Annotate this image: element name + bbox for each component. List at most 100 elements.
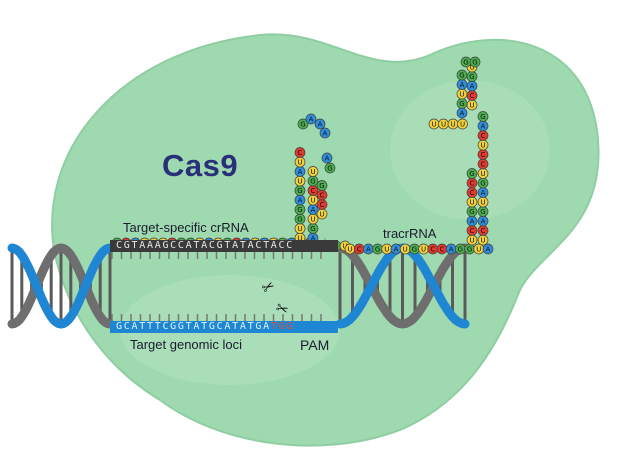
nucleotide-letter: U <box>310 197 315 205</box>
nucleotide-letter: A <box>481 189 486 197</box>
bottom-strand-sequence: GCATTTCGGTATGCATATGA <box>116 321 271 332</box>
dna-backbone-gray <box>7 243 115 329</box>
nucleotide-letter: G <box>469 170 474 178</box>
nucleotide-letter: G <box>469 73 474 81</box>
nucleotide-letter: U <box>480 199 485 207</box>
nucleotide-G <box>324 162 336 174</box>
nucleotide-G <box>477 111 489 122</box>
target-dna-top-strand: CGTAAAGCCATACGTATACTACC <box>110 240 338 252</box>
nucleotide-G <box>466 168 478 179</box>
dna-backbone-blue <box>7 243 115 329</box>
nucleotide-letter: A <box>460 81 465 89</box>
nucleotide-letter: G <box>412 246 417 254</box>
nucleotide-letter: A <box>325 155 330 163</box>
nucleotide-letter: A <box>394 246 399 254</box>
nucleotide-letter: A <box>298 168 303 176</box>
nucleotide-letter: U <box>297 178 302 186</box>
nucleotide-letter: C <box>430 246 435 254</box>
nucleotide-letter: G <box>467 246 472 254</box>
nucleotide-letter: U <box>347 246 352 254</box>
nucleotide-letter: C <box>357 246 362 254</box>
nucleotide-G <box>316 180 328 191</box>
nucleotide-letter: U <box>421 246 426 254</box>
pam-label: PAM <box>300 337 330 353</box>
target-dna-bottom-strand: GCATTTCGGTATGCATATGATGG <box>110 321 338 333</box>
nucleotide-letter: A <box>460 110 465 118</box>
nucleotide-letter: G <box>459 100 464 108</box>
nucleotide-U <box>307 166 319 177</box>
nucleotide-letter: U <box>310 216 315 224</box>
nucleotide-letter: G <box>297 206 302 214</box>
nucleotide-letter: C <box>481 132 486 140</box>
nucleotide-letter: A <box>366 246 371 254</box>
nucleotide-letter: U <box>469 64 474 72</box>
nucleotide-letter: G <box>458 246 463 254</box>
nucleotide-letter: A <box>318 121 323 129</box>
nucleotide-letter: U <box>310 168 315 176</box>
nucleotide-letter: U <box>319 211 324 219</box>
nucleotide-letter: G <box>463 59 468 67</box>
nucleotide-A <box>319 127 331 139</box>
nucleotide-A <box>314 118 326 130</box>
nucleotide-letter: U <box>469 102 474 110</box>
nucleotide-letter: C <box>481 151 486 159</box>
nucleotide-letter: G <box>310 225 315 233</box>
nucleotide-letter: G <box>459 72 464 80</box>
nucleotide-letter: U <box>480 170 485 178</box>
nucleotide-letter: U <box>450 121 455 129</box>
nucleotide-letter: C <box>311 187 316 195</box>
nucleotide-letter: U <box>297 235 302 243</box>
crrna-label: Target-specific crRNA <box>123 220 249 235</box>
nucleotide-letter: G <box>480 180 485 188</box>
nucleotide-C <box>294 147 306 158</box>
nucleotide-letter: A <box>486 246 491 254</box>
nucleotide-letter: G <box>472 59 477 67</box>
nucleotide-letter: A <box>309 116 314 124</box>
nucleotide-letter: A <box>481 218 486 226</box>
nucleotide-letter: C <box>440 246 445 254</box>
nucleotide-letter: C <box>470 92 475 100</box>
nucleotide-letter: U <box>342 243 347 251</box>
nucleotide-letter: U <box>384 246 389 254</box>
nucleotide-letter: G <box>375 246 380 254</box>
nucleotide-letter: G <box>480 208 485 216</box>
nucleotide-letter: G <box>469 208 474 216</box>
nucleotide-G <box>469 56 481 68</box>
nucleotide-letter: C <box>298 149 303 157</box>
nucleotide-letter: C <box>470 189 475 197</box>
nucleotide-A <box>305 113 317 125</box>
nucleotide-letter: U <box>297 159 302 167</box>
nucleotide-letter: G <box>300 121 305 129</box>
nucleotide-A <box>482 243 494 255</box>
nucleotide-letter: C <box>320 192 325 200</box>
nucleotide-letter: U <box>460 121 465 129</box>
dna-backbone-gray <box>335 243 470 329</box>
nucleotide-letter: C <box>320 201 325 209</box>
nucleotide-letter: U <box>480 237 485 245</box>
nucleotide-letter: A <box>311 235 316 243</box>
pam-sequence: TGG <box>270 321 295 332</box>
dna-helix-left <box>7 243 115 329</box>
nucleotide-letter: G <box>480 113 485 121</box>
nucleotide-letter: C <box>470 180 475 188</box>
nucleotide-U <box>457 118 468 130</box>
nucleotide-letter: U <box>476 246 481 254</box>
nucleotide-letter: U <box>459 91 464 99</box>
nucleotide-letter: A <box>470 218 475 226</box>
nucleotide-letter: A <box>481 123 486 131</box>
nucleotide-letter: A <box>311 206 316 214</box>
nucleotide-letter: G <box>297 216 302 224</box>
nucleotide-letter: A <box>449 246 454 254</box>
nucleotide-letter: U <box>403 246 408 254</box>
nucleotide-letter: G <box>327 165 332 173</box>
nucleotide-letter: U <box>469 199 474 207</box>
nucleotide-letter: C <box>481 161 486 169</box>
genomic-loci-label: Target genomic loci <box>130 337 242 352</box>
nucleotide-letter: U <box>480 142 485 150</box>
nucleotide-letter: U <box>297 225 302 233</box>
body-highlight <box>390 80 550 220</box>
nucleotide-A <box>321 152 333 164</box>
nucleotide-letter: C <box>481 227 486 235</box>
nucleotide-letter: G <box>297 187 302 195</box>
